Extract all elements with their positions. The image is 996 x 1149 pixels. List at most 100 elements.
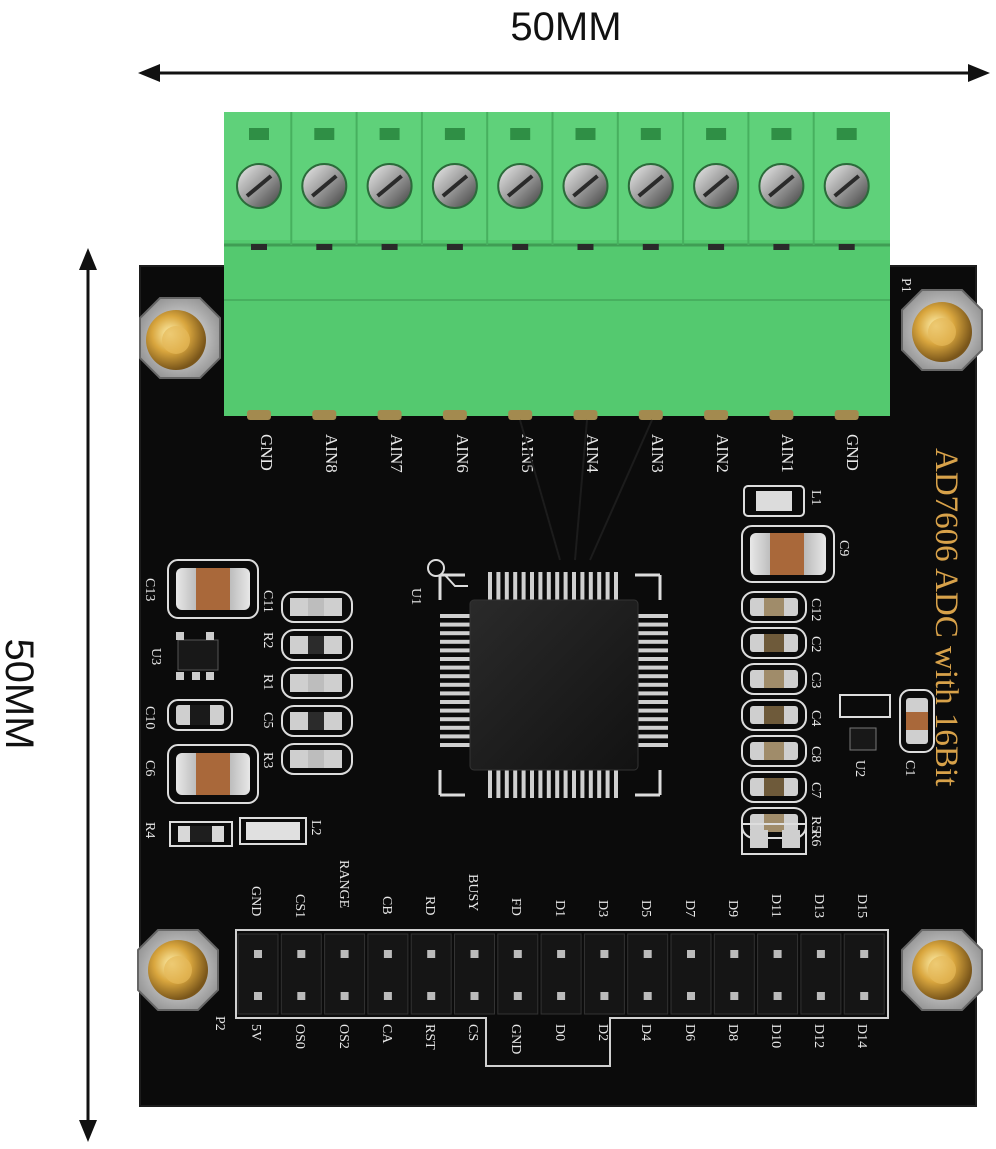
header-bottom-3: OS2 [336,1024,351,1049]
chip-pin [530,572,534,602]
chip-pin [504,768,509,798]
p2-designator: P2 [212,1016,227,1031]
chip-pin [496,768,501,798]
terminal-block: P1 [224,112,913,420]
label-r4: R4 [142,822,157,838]
header-bottom-6: CS [465,1024,480,1041]
terminal-label-9: AIN1 [778,434,797,473]
chip-pin [636,657,668,661]
header-top-8: D1 [552,900,567,917]
header-pin-column-11 [670,933,712,1015]
dimension-top-label: 50MM [510,5,621,49]
chip-pin [588,572,593,602]
header-pin-column-10 [627,933,669,1015]
label-c13: C13 [142,578,157,601]
chip-pin [636,648,668,653]
chip-pin [513,768,518,798]
chip-pin [521,768,526,798]
chip-pin [440,631,472,636]
label-c7: C7 [808,782,823,798]
right-smd-6 [741,771,807,803]
terminal-screw-3 [355,112,413,420]
label-l2: L2 [308,820,323,836]
chip-pin [440,657,472,661]
right-components: L1 C9 C12 C2 C3 C4 C8 C7 R5 R6 U2 C1 [741,485,935,855]
dimension-left: 50MM [0,248,97,1142]
dimension-top: 50MM [138,5,990,82]
chip-pin [563,572,568,602]
header-bottom-1: 5V [248,1024,263,1041]
header-pin-column-2 [280,933,322,1015]
chip-pin [440,725,472,730]
left-smd-5 [281,743,353,775]
chip-pin [597,768,602,798]
chip-pin [488,572,492,602]
right-smd-3 [741,663,807,695]
header-bottom-8: D0 [552,1024,567,1041]
label-c4: C4 [808,710,823,726]
terminal-label-1: GND [257,434,276,471]
terminal-label-6: AIN4 [583,434,602,473]
header-bottom-13: D10 [768,1024,783,1048]
header-pin-column-15 [843,933,885,1015]
chip-pin [636,708,668,713]
header-top-3: RANGE [336,860,351,908]
header-bottom-9: D2 [595,1024,610,1041]
chip-pin [521,572,526,602]
label-c11: C11 [260,590,275,613]
mount-screw-bottom-right [901,929,983,1011]
chip-pin [597,572,602,602]
right-smd-8 [741,823,807,855]
mount-screw-top-right [901,289,983,371]
header-top-7: FD [508,898,523,916]
header-bottom-14: D12 [811,1024,826,1048]
left-smd-3 [281,667,353,699]
chip-pin [440,708,472,713]
label-c6: C6 [142,760,157,776]
chip-pin [440,648,472,653]
header-pin-column-9 [583,933,625,1015]
header-pin-column-5 [410,933,452,1015]
chip-pin [636,682,668,687]
left-components: C13 C11 R2 R1 C5 R3 C10 C6 R4 L2 U3 [142,559,353,847]
header-pin-column-6 [454,933,495,1015]
terminal-screw-1 [236,128,282,420]
dimension-left-label: 50MM [0,638,41,749]
chip-pin [636,725,668,730]
label-r6: R6 [808,830,823,846]
header-pin-column-4 [367,933,409,1015]
label-c8: C8 [808,746,823,762]
chip-pin [614,768,618,798]
header-pin-column-14 [800,933,842,1015]
header-bottom-5: RST [422,1024,437,1050]
header-bottom-7: GND [508,1024,523,1054]
terminal-label-3: AIN7 [387,434,406,473]
chip-pin [636,614,668,618]
chip-pin [588,768,593,798]
header-top-5: RD [422,896,437,915]
left-smd-2 [281,629,353,661]
chip-pin [440,614,472,618]
chip-pin [636,674,668,679]
header-pin-column-3 [324,933,366,1015]
chip-pin [440,639,472,644]
chip-pin [440,717,472,722]
label-c9: C9 [836,540,851,556]
chip-pin [546,768,551,798]
right-smd-4 [741,699,807,731]
terminal-label-7: AIN3 [648,434,667,473]
header-bottom-4: CA [379,1024,394,1044]
p1-designator: P1 [898,278,913,293]
header-pin-column-8 [540,933,582,1015]
chip-pin [614,572,618,602]
chip-pin [513,572,518,602]
label-r3: R3 [260,752,275,768]
terminal-label-8: AIN2 [713,434,732,473]
chip-pin [605,768,610,798]
header-labels-bottom: 5V OS0 OS2 CA RST CS GND D0 D2 D4 D6 D8 … [248,1024,869,1054]
chip-pin [636,622,668,627]
header-pin-column-12 [713,933,755,1015]
terminal-screw-2 [290,112,348,420]
header-bottom-12: D8 [725,1024,740,1041]
terminal-screw-8 [682,112,740,420]
